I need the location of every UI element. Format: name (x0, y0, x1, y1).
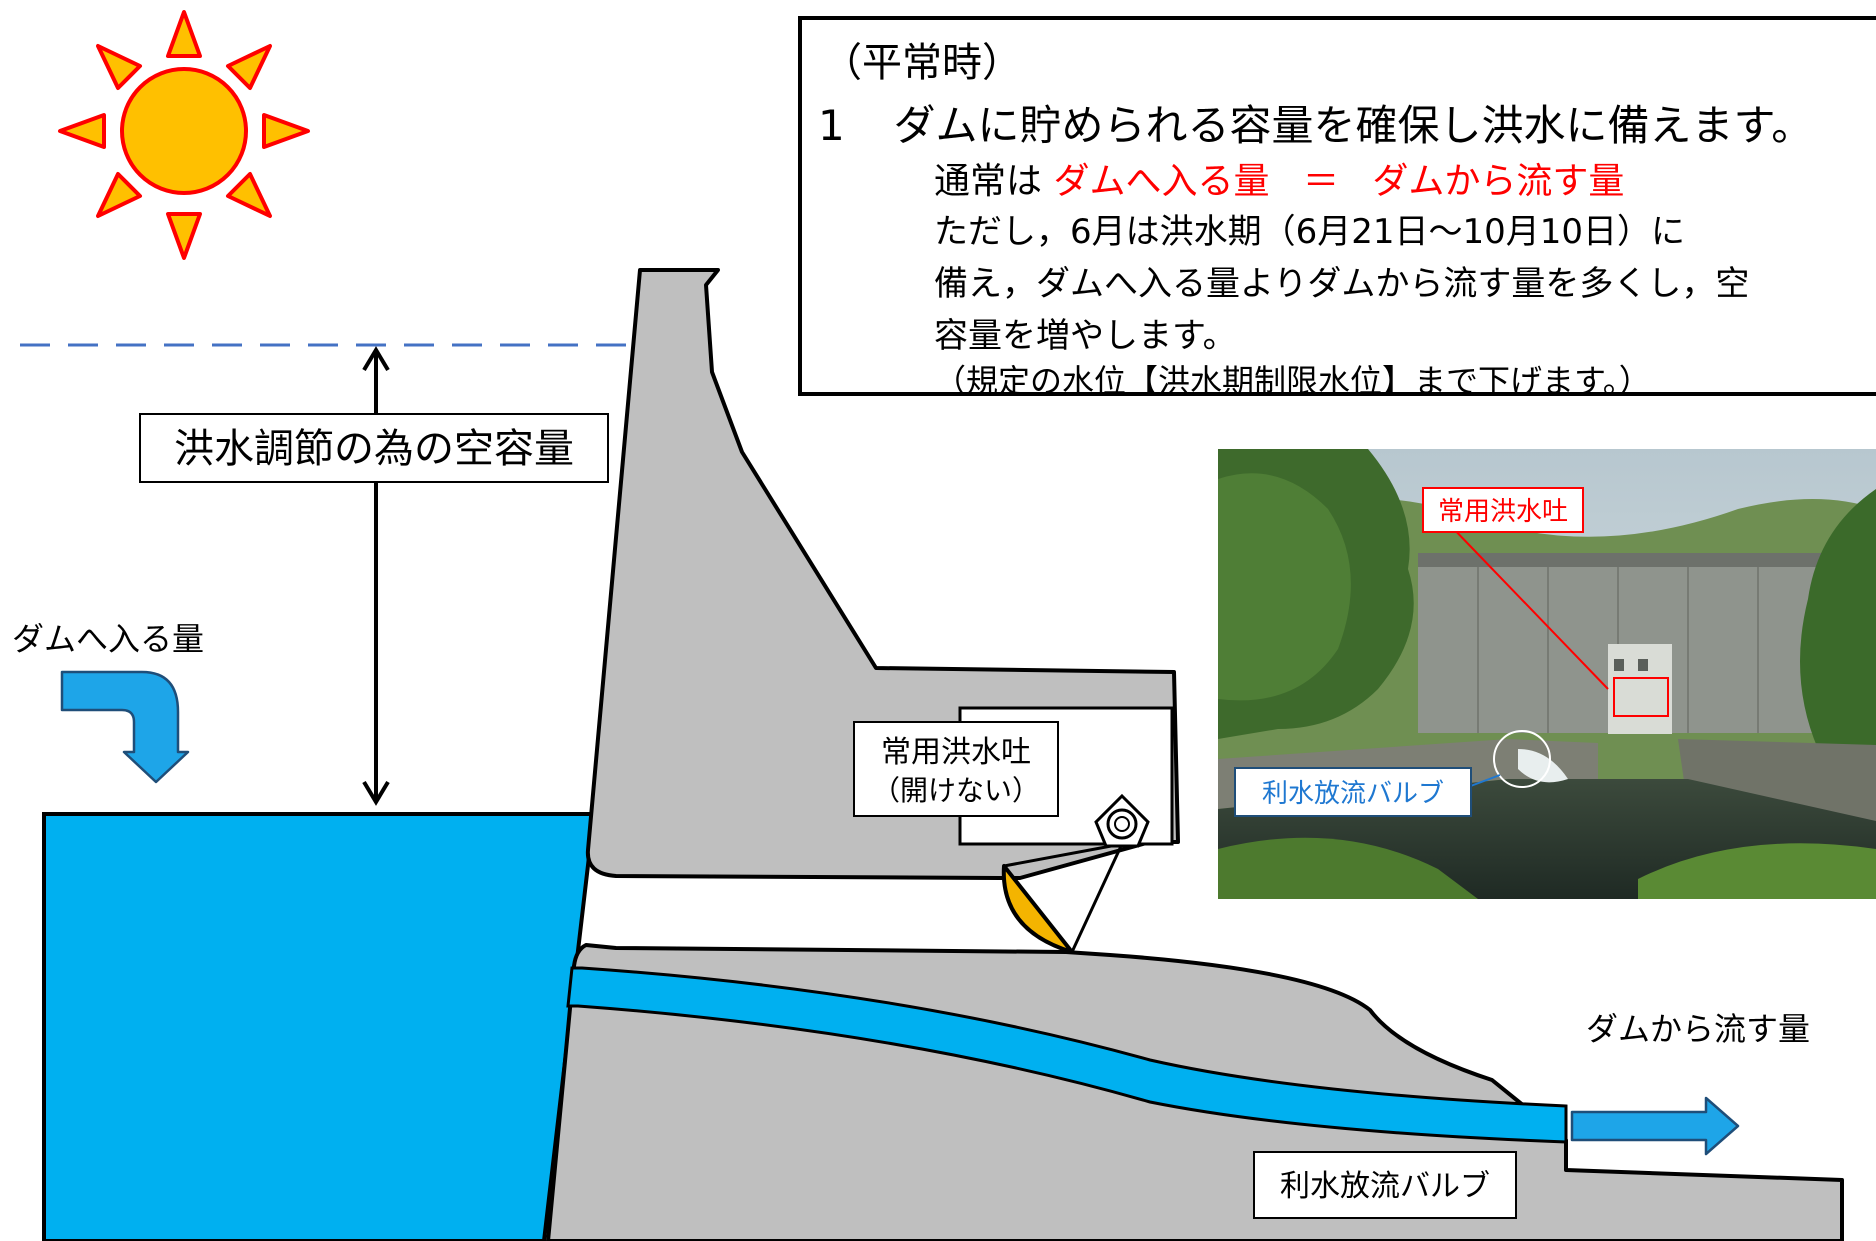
info-point-number: 1 (818, 101, 845, 150)
info-line-6: （規定の水位【洪水期制限水位】まで下げます。） (934, 362, 1651, 400)
inflow-label: ダムへ入る量 (12, 620, 204, 658)
sun-icon (58, 10, 310, 260)
svg-text:常用洪水吐: 常用洪水吐 (881, 735, 1031, 770)
dam-photo: 常用洪水吐 利水放流バルブ (1218, 449, 1876, 899)
svg-text:（開けない）: （開けない） (872, 774, 1040, 807)
info-header: （平常時） (822, 40, 1022, 86)
info-normal-inflow: ダムへ入る量 (1053, 161, 1270, 202)
info-line-5: 容量を増やします。 (934, 316, 1237, 356)
info-line-3: ただし，6月は洪水期（6月21日～10月10日）に (934, 212, 1686, 252)
info-normal-line: 通常は ダムへ入る量 ＝ ダムから流す量 (934, 152, 1624, 204)
info-box: （平常時） 1 ダムに貯められる容量を確保し洪水に備えます。 通常は ダムへ入る… (798, 16, 1876, 400)
info-point-title: ダムに貯められる容量を確保し洪水に備えます。 (893, 101, 1814, 150)
flood-capacity-label: 洪水調節の為の空容量 (139, 413, 609, 483)
info-line-4: 備え，ダムへ入る量よりダムから流す量を多くし，空 (934, 264, 1750, 304)
spillway-gate-icon (1001, 793, 1150, 954)
info-normal-equals: ＝ (1302, 161, 1339, 202)
info-point-1: 1 ダムに貯められる容量を確保し洪水に備えます。 (818, 92, 1813, 153)
photo-spillway-label: 常用洪水吐 (1422, 487, 1584, 533)
info-normal-prefix: 通常は (934, 161, 1043, 202)
svg-text:利水放流バルブ: 利水放流バルブ (1280, 1169, 1490, 1204)
valve-label: 利水放流バルブ (1253, 1151, 1517, 1219)
reservoir-water (42, 812, 597, 1241)
spillway-label: 常用洪水吐 （開けない） (853, 721, 1059, 817)
outflow-label: ダムから流す量 (1586, 1010, 1810, 1048)
svg-text:洪水調節の為の空容量: 洪水調節の為の空容量 (174, 426, 574, 472)
info-normal-outflow: ダムから流す量 (1372, 161, 1625, 202)
curved-arrow-down-icon (60, 670, 190, 784)
arrow-right-icon (1570, 1096, 1740, 1156)
outlet-pipe (566, 966, 1568, 1144)
photo-valve-label: 利水放流バルブ (1234, 767, 1472, 817)
